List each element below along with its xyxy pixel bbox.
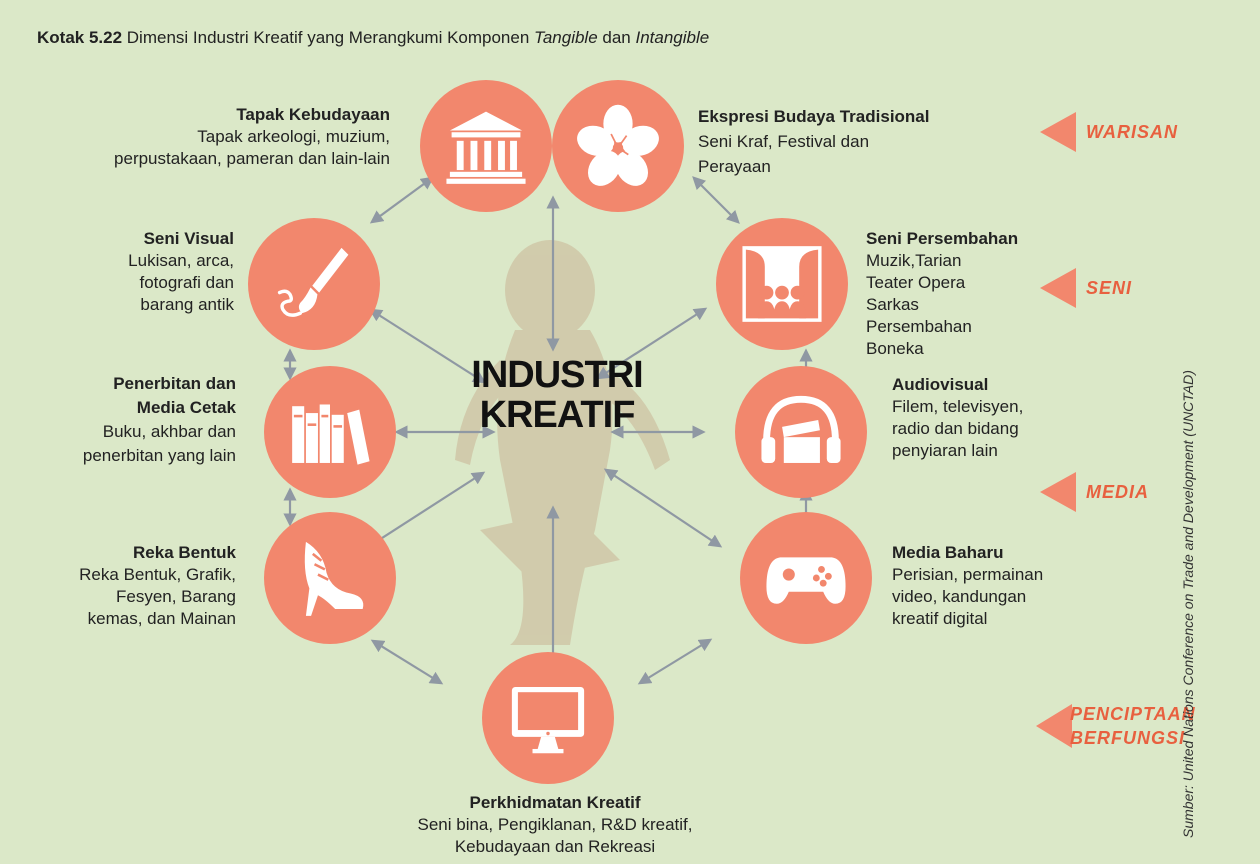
category-penciptaan: PENCIPTAAN BERFUNGSI xyxy=(1070,702,1196,750)
node-desc: Tapak arkeologi, muzium, xyxy=(197,127,390,146)
node-desc: kemas, dan Mainan xyxy=(87,609,236,628)
category-penciptaan-line1: PENCIPTAAN xyxy=(1070,704,1196,724)
audiovisual-circle xyxy=(735,366,867,498)
center-title: INDUSTRI KREATIF xyxy=(462,355,652,435)
books-icon xyxy=(292,404,370,465)
shoe-icon xyxy=(304,541,364,616)
caption-label: Kotak 5.22 xyxy=(37,28,123,47)
node-title: Ekspresi Budaya Tradisional xyxy=(698,107,930,126)
node-desc: penyiaran lain xyxy=(892,441,998,460)
node-title: Media Cetak xyxy=(136,398,236,417)
label-media-baharu: Media Baharu Perisian, permainan video, … xyxy=(892,542,1082,630)
node-title: Tapak Kebudayaan xyxy=(236,105,390,124)
node-desc: Teater Opera xyxy=(866,273,966,292)
node-title: Penerbitan dan xyxy=(113,374,236,393)
category-media: MEDIA xyxy=(1086,482,1149,502)
caption-intangible: Intangible xyxy=(635,28,710,47)
node-desc: Lukisan, arca, xyxy=(128,251,234,270)
node-desc: penerbitan yang lain xyxy=(82,446,236,465)
node-desc: Filem, televisyen, xyxy=(892,397,1024,416)
node-title: Audiovisual xyxy=(892,375,989,394)
node-desc: radio dan bidang xyxy=(892,419,1019,438)
label-seni-persembahan: Seni Persembahan Muzik,Tarian Teater Ope… xyxy=(866,228,1056,360)
node-desc: Reka Bentuk, Grafik, xyxy=(79,565,236,584)
seni-arrow-icon xyxy=(1040,268,1076,308)
node-desc: Seni bina, Pengiklanan, R&D kreatif, xyxy=(417,815,693,834)
node-desc: Persembahan xyxy=(866,317,972,336)
node-desc: Muzik,Tarian xyxy=(866,251,962,270)
label-perkhidmatan: Perkhidmatan Kreatif Seni bina, Pengikla… xyxy=(390,792,720,858)
node-desc: perpustakaan, pameran dan lain-lain xyxy=(114,149,390,168)
label-tapak-kebudayaan: Tapak Kebudayaan Tapak arkeologi, muzium… xyxy=(40,104,390,170)
seni-visual-circle xyxy=(248,218,380,350)
tapak-kebudayaan-circle xyxy=(420,80,552,212)
caption-text: Dimensi Industri Kreatif yang Merangkumi… xyxy=(122,28,535,47)
category-seni: SENI xyxy=(1086,278,1133,298)
center-title-line2: KREATIF xyxy=(479,394,636,436)
node-desc: barang antik xyxy=(140,295,234,314)
penerbitan-circle xyxy=(264,366,396,498)
node-desc: video, kandungan xyxy=(892,587,1027,606)
headphones-clapper-icon xyxy=(761,395,841,463)
source-credit: Sumber: United Nations Conference on Tra… xyxy=(1180,370,1196,838)
perkhidmatan-circle xyxy=(482,652,614,784)
node-title: Seni Persembahan xyxy=(866,229,1019,248)
label-reka-bentuk: Reka Bentuk Reka Bentuk, Grafik, Fesyen,… xyxy=(30,542,236,630)
label-seni-visual: Seni Visual Lukisan, arca, fotografi dan… xyxy=(60,228,234,316)
reka-bentuk-circle xyxy=(264,512,396,644)
node-title: Seni Visual xyxy=(143,229,234,248)
node-desc: Perisian, permainan xyxy=(892,565,1044,584)
figure-caption: Kotak 5.22 Dimensi Industri Kreatif yang… xyxy=(37,28,709,48)
label-penerbitan: Penerbitan dan Media Cetak Buku, akhbar … xyxy=(40,372,236,468)
node-desc: Seni Kraf, Festival dan xyxy=(698,132,870,151)
node-desc: Sarkas xyxy=(866,295,919,314)
media-arrow-icon xyxy=(1040,472,1076,512)
media-baharu-circle xyxy=(740,512,872,644)
label-audiovisual: Audiovisual Filem, televisyen, radio dan… xyxy=(892,374,1082,462)
theater-icon xyxy=(742,246,822,322)
monitor-icon xyxy=(511,687,585,754)
node-desc: fotografi dan xyxy=(139,273,234,292)
node-desc: Kebudayaan dan Rekreasi xyxy=(454,837,656,856)
category-penciptaan-line2: BERFUNGSI xyxy=(1070,728,1186,748)
seni-persembahan-circle xyxy=(716,218,848,350)
warisan-arrow-icon xyxy=(1040,112,1076,152)
node-title: Reka Bentuk xyxy=(133,543,236,562)
museum-icon xyxy=(446,111,526,184)
label-ekspresi-budaya: Ekspresi Budaya Tradisional Seni Kraf, F… xyxy=(698,104,998,179)
paintbrush-icon xyxy=(277,247,349,317)
gamepad-icon xyxy=(766,557,846,604)
flower-icon xyxy=(577,104,659,186)
node-desc: kreatif digital xyxy=(892,609,988,628)
ekspresi-budaya-circle xyxy=(552,80,684,212)
node-desc: Fesyen, Barang xyxy=(115,587,236,606)
node-title: Perkhidmatan Kreatif xyxy=(469,793,641,812)
node-desc: Boneka xyxy=(866,339,924,358)
penciptaan-arrow-icon xyxy=(1036,704,1072,748)
node-desc: Buku, akhbar dan xyxy=(102,422,236,441)
caption-tangible: Tangible xyxy=(534,28,598,47)
node-title: Media Baharu xyxy=(892,543,1004,562)
caption-text-and: dan xyxy=(597,28,636,47)
center-title-line1: INDUSTRI xyxy=(471,354,643,396)
category-warisan: WARISAN xyxy=(1086,122,1178,142)
node-desc: Perayaan xyxy=(698,157,771,176)
